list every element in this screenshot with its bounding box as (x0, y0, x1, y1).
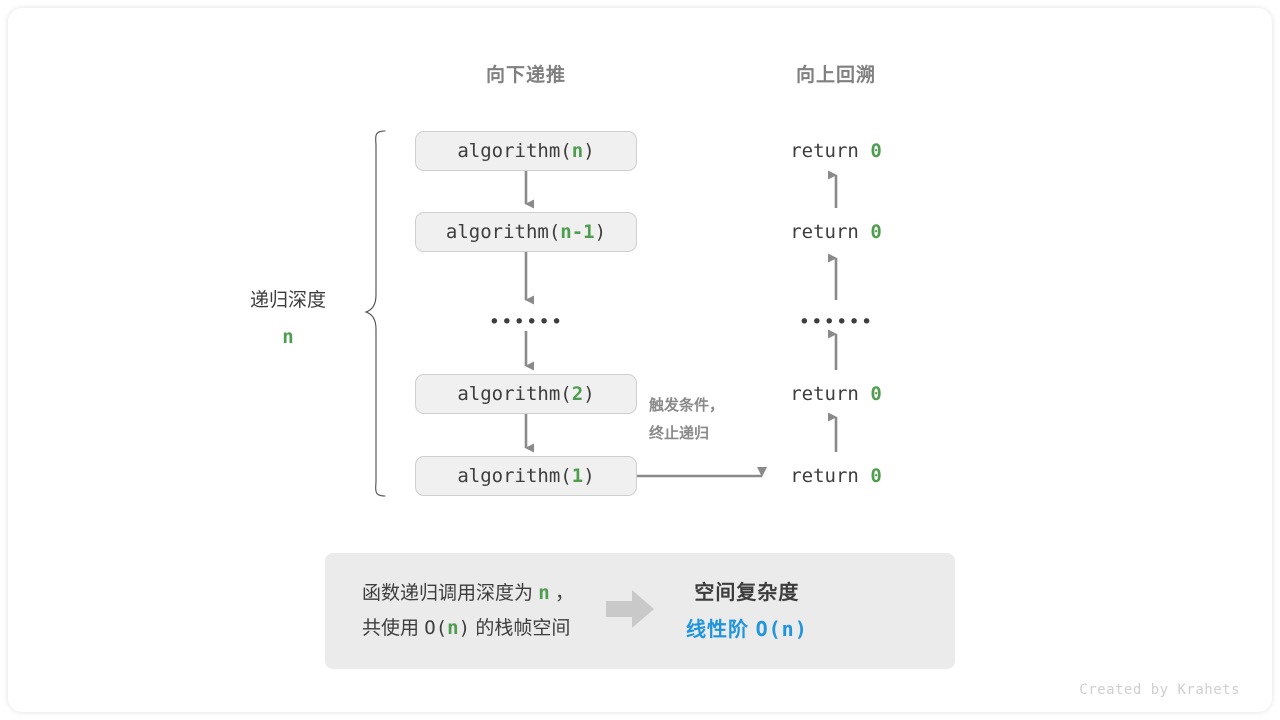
return-value: 0 (870, 383, 882, 405)
return-keyword: return (790, 465, 871, 487)
return-label-1: return 0 (790, 140, 882, 162)
call-box-arg: n (571, 140, 584, 162)
recursion-depth-label: 递归深度 n (250, 282, 326, 356)
summary-result: 空间复杂度 线性阶 O(n) (686, 575, 808, 648)
column-header-downward: 向下递推 (485, 65, 567, 86)
summary-panel: 函数递归调用深度为 n ， 共使用 O(n) 的栈帧空间 空间复杂度 线性阶 O… (325, 553, 955, 669)
return-keyword: return (790, 140, 871, 162)
summary-line2-mono-open: O( (424, 617, 448, 639)
credit-text: Created by Krahets (1079, 682, 1240, 698)
call-box-arg: 1 (571, 465, 584, 487)
call-box-close: ) (583, 383, 595, 405)
call-box-close: ) (583, 140, 595, 162)
return-value: 0 (870, 221, 882, 243)
summary-line1-pre: 函数递归调用深度为 (362, 582, 539, 604)
call-box-1[interactable]: algorithm(1) (415, 456, 637, 496)
call-box-name: algorithm( (457, 383, 572, 405)
call-box-2[interactable]: algorithm(2) (415, 374, 637, 414)
block-arrow-icon (604, 588, 656, 635)
call-box-name: algorithm( (445, 221, 561, 243)
summary-line2-var: n (447, 617, 459, 639)
return-keyword: return (790, 383, 871, 405)
terminate-note-line2: 终止递归 (649, 424, 710, 442)
call-box-n-minus-1[interactable]: algorithm(n-1) (415, 212, 637, 252)
summary-result-value: 线性阶 O(n) (686, 611, 808, 648)
return-label-2: return 0 (790, 221, 882, 243)
terminate-note-line1: 触发条件， (649, 397, 725, 414)
return-label-3: return 0 (790, 383, 882, 405)
call-box-arg: n-1 (560, 221, 595, 243)
summary-line2-pre: 共使用 (362, 618, 425, 639)
column-header-upward: 向上回溯 (795, 65, 877, 86)
summary-result-value-mono: O(n) (755, 616, 808, 641)
call-box-close: ) (583, 465, 595, 487)
return-value: 0 (870, 140, 882, 162)
recursion-depth-value: n (282, 326, 294, 349)
call-box-arg: 2 (571, 383, 584, 405)
summary-result-title: 空间复杂度 (694, 581, 800, 604)
return-keyword: return (790, 221, 871, 243)
call-box-name: algorithm( (457, 140, 572, 162)
summary-line1-post: ， (549, 582, 575, 604)
ellipsis-left: •••••• (488, 311, 564, 333)
summary-line1-var: n (538, 581, 550, 604)
summary-line2-mono-close: ) (458, 617, 471, 639)
ellipsis-right: •••••• (798, 311, 874, 333)
call-box-n[interactable]: algorithm(n) (415, 131, 637, 171)
summary-description: 函数递归调用深度为 n ， 共使用 O(n) 的栈帧空间 (362, 576, 574, 646)
call-box-name: algorithm( (457, 465, 572, 487)
summary-line2-post: 的栈帧空间 (470, 618, 571, 639)
terminate-condition-note: 触发条件， 终止递归 (649, 392, 724, 448)
summary-result-value-label: 线性阶 (686, 618, 756, 641)
return-value: 0 (870, 465, 882, 487)
recursion-depth-text: 递归深度 (249, 290, 327, 311)
call-box-close: ) (594, 221, 607, 243)
return-label-4: return 0 (790, 465, 882, 487)
